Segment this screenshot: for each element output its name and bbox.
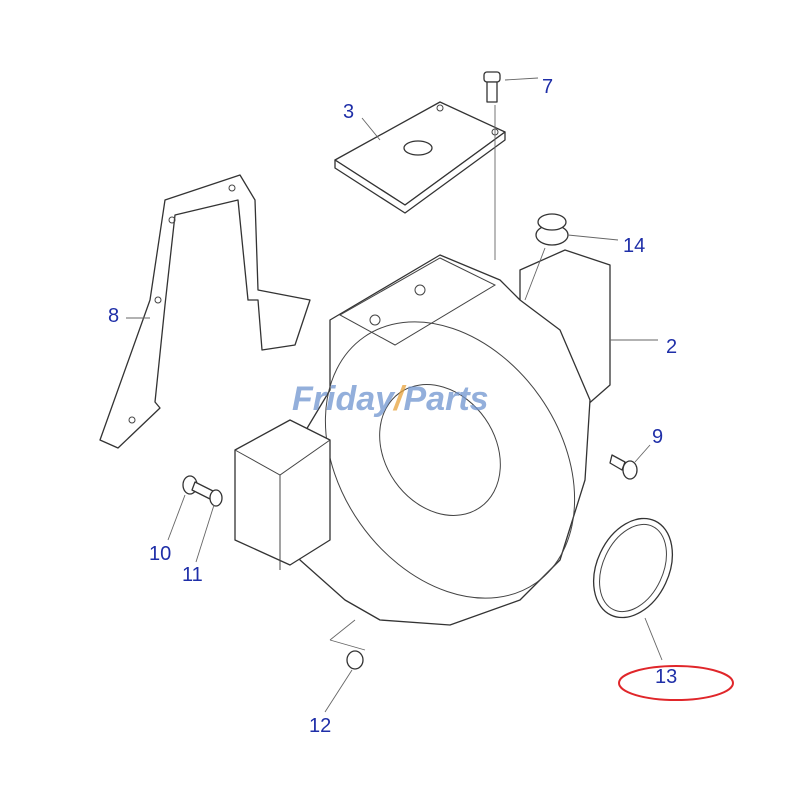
callout-8: 8 bbox=[108, 305, 120, 327]
callout-3: 3 bbox=[343, 101, 355, 123]
bolt-drawing bbox=[609, 454, 638, 480]
flywheel-housing-drawing bbox=[234, 249, 611, 626]
bolt-washer-drawing bbox=[182, 475, 223, 507]
plug-drawing bbox=[535, 213, 569, 246]
callout-12: 12 bbox=[309, 715, 332, 737]
o-ring-drawing bbox=[593, 517, 673, 619]
leader-lines bbox=[126, 77, 663, 713]
nut-drawing bbox=[346, 650, 364, 670]
watermark-logo: Friday/Parts bbox=[292, 380, 489, 418]
callout-10: 10 bbox=[149, 543, 172, 565]
callout-9: 9 bbox=[652, 426, 664, 448]
cover-plate-drawing bbox=[334, 101, 506, 214]
bolt-drawing bbox=[483, 71, 501, 103]
gasket-drawing bbox=[99, 174, 311, 449]
callout-14: 14 bbox=[623, 235, 646, 257]
callout-7: 7 bbox=[542, 76, 554, 98]
callout-11: 11 bbox=[182, 564, 203, 586]
callout-13: 13 bbox=[655, 666, 678, 688]
highlight-ellipse bbox=[618, 665, 734, 701]
callout-2: 2 bbox=[666, 336, 678, 358]
